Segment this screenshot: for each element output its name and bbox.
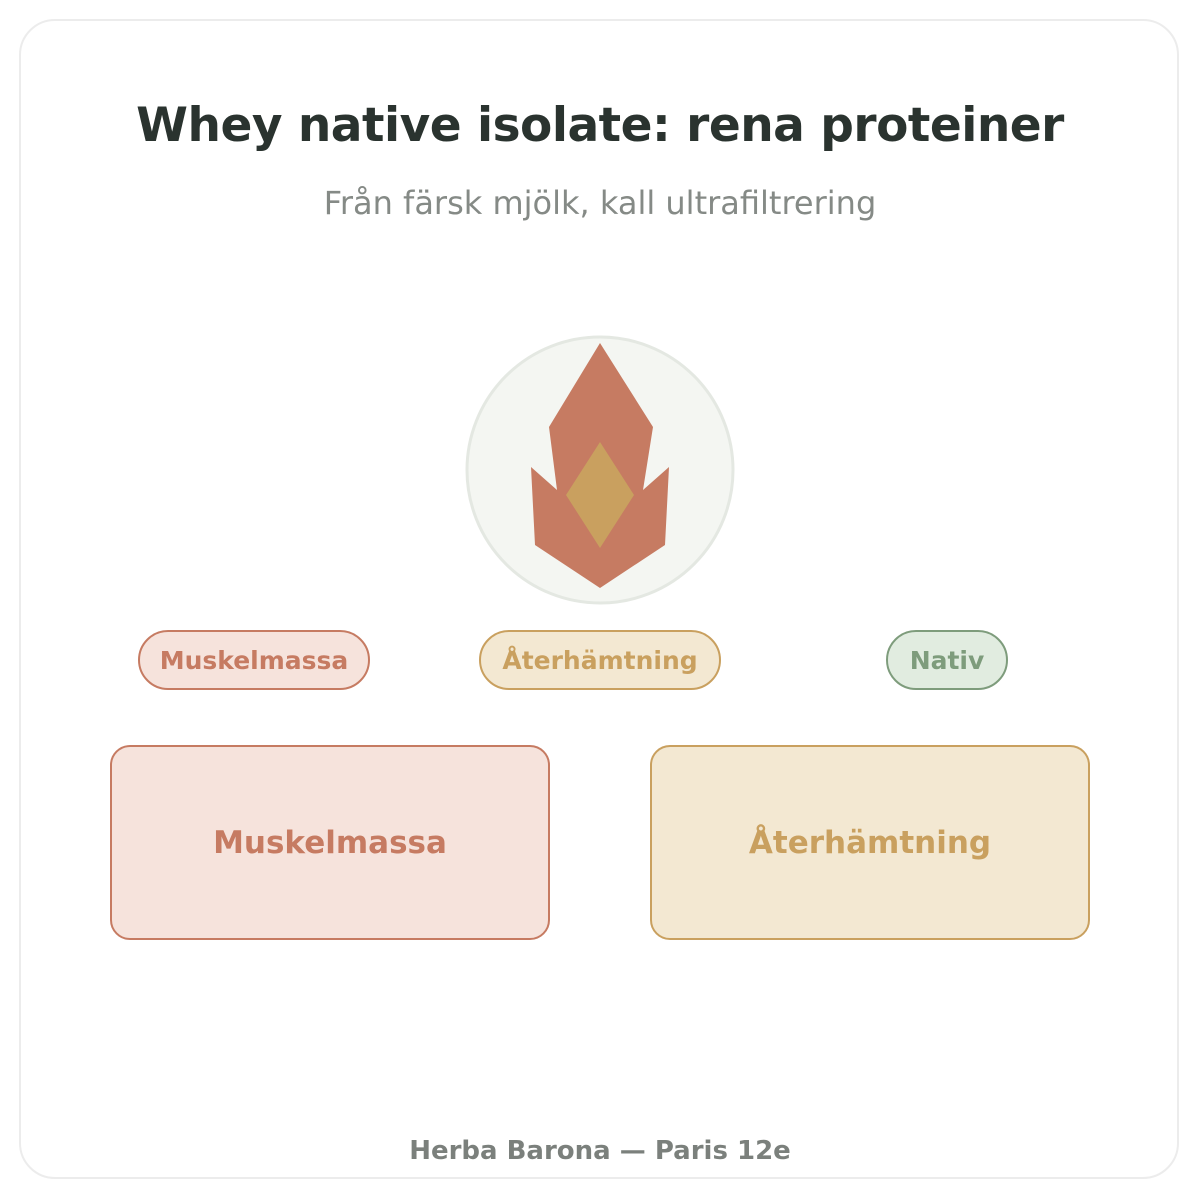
footer-credit: Herba Barona — Paris 12e	[409, 1136, 791, 1166]
page-title: Whey native isolate: rena proteiner	[136, 98, 1064, 153]
benefit-box-aterhamtning: Återhämtning	[650, 745, 1090, 940]
flame-crystal-icon	[465, 335, 735, 605]
tag-nativ: Nativ	[886, 630, 1008, 690]
benefit-box-label: Muskelmassa	[213, 824, 447, 861]
benefit-box-muskelmassa: Muskelmassa	[110, 745, 550, 940]
page-subtitle: Från färsk mjölk, kall ultrafiltrering	[323, 184, 877, 222]
diamond-shape	[566, 442, 634, 548]
benefit-box-label: Återhämtning	[748, 824, 992, 861]
tag-muskelmassa: Muskelmassa	[138, 630, 370, 690]
tag-aterhamtning: Återhämtning	[479, 630, 721, 690]
